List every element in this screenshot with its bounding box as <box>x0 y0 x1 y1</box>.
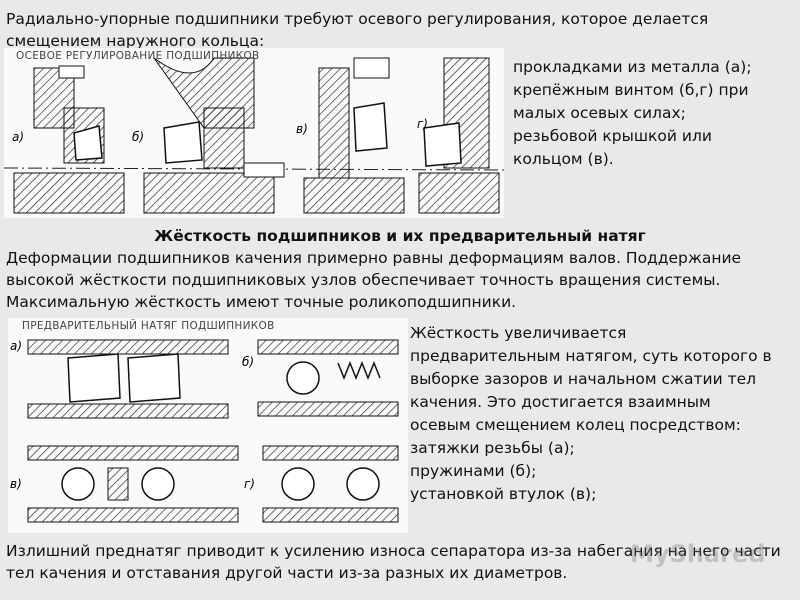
label-b: б) <box>242 355 254 369</box>
footer-text: Излишний преднатяг приводит к усилению и… <box>6 542 781 582</box>
label-v: в) <box>296 122 308 136</box>
preload-text: Жёсткость увеличивается предварительным … <box>410 322 798 506</box>
label-a: а) <box>12 130 24 144</box>
preload-line: осевым смещением колец посредством: <box>410 416 741 434</box>
method-item: резьбовой крышкой или <box>513 127 712 145</box>
preload-line: качения. Это достигается взаимным <box>410 393 711 411</box>
adjustment-methods-list: прокладками из металла (а); крепёжным ви… <box>513 56 793 171</box>
preload-line: затяжки резьбы (а); <box>410 439 575 457</box>
method-item: прокладками из металла (а); <box>513 58 752 76</box>
method-item: малых осевых силах; <box>513 104 686 122</box>
method-item: кольцом (в). <box>513 150 614 168</box>
drawing-b: б) <box>242 339 399 417</box>
watermark-logo: MyShared <box>630 540 766 568</box>
drawing-g: г) <box>244 445 399 523</box>
label-g: г) <box>244 477 255 491</box>
preload-line: предварительным натягом, суть которого в <box>410 347 772 365</box>
figure-caption: ОСЕВОЕ РЕГУЛИРОВАНИЕ ПОДШИПНИКОВ <box>16 50 260 62</box>
label-a: а) <box>10 339 22 353</box>
label-v: в) <box>10 477 22 491</box>
preload-line: пружинами (б); <box>410 462 537 480</box>
drawing-a: а) <box>10 339 229 419</box>
drawing-v: в) <box>296 57 405 214</box>
preload-line: установкой втулок (в); <box>410 485 597 503</box>
preload-line: выборке зазоров и начальном сжатии тел <box>410 370 757 388</box>
preload-figure: ПРЕДВАРИТЕЛЬНЫЙ НАТЯГ ПОДШИПНИКОВ а) б) <box>8 318 408 533</box>
preload-drawings: а) б) в) г) <box>10 339 399 523</box>
drawing-a: а) <box>12 65 125 214</box>
method-item: крепёжным винтом (б,г) при <box>513 81 749 99</box>
bearing-drawings: а) б) в) г) <box>4 57 504 214</box>
drawing-b: б) <box>132 57 285 214</box>
label-g: г) <box>417 117 428 131</box>
stiffness-paragraph: Деформации подшипников качения примерно … <box>6 249 742 311</box>
label-b: б) <box>132 130 144 144</box>
drawing-v: в) <box>10 445 239 523</box>
figure-caption: ПРЕДВАРИТЕЛЬНЫЙ НАТЯГ ПОДШИПНИКОВ <box>22 320 275 332</box>
intro-text: Радиально-упорные подшипники требуют осе… <box>6 10 709 50</box>
drawing-g: г) <box>417 57 500 214</box>
axial-adjustment-figure: ОСЕВОЕ РЕГУЛИРОВАНИЕ ПОДШИПНИКОВ а) б) <box>4 48 504 218</box>
section-heading: Жёсткость подшипников и их предварительн… <box>154 227 646 245</box>
preload-line: Жёсткость увеличивается <box>410 324 627 342</box>
